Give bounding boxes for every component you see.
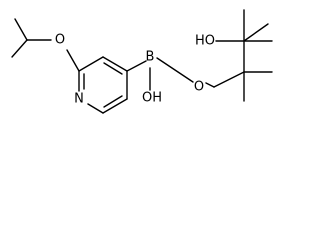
ether-ring-bond: [66, 49, 80, 72]
ring-bond-c3-c4: [102, 56, 128, 72]
atom-oxygen-boronate: O: [194, 80, 204, 95]
atom-hydroxyl-pinacol: HO: [195, 34, 215, 49]
ring-boron-bond: [126, 60, 147, 72]
isopropyl-bond-1: [11, 39, 28, 58]
boronate-oxygen-carbon-bond: [205, 82, 215, 88]
atom-boron: B: [146, 50, 155, 65]
chemical-structure-diagram: O N B OH O HO: [11, 9, 273, 114]
isopropyl-bond-2: [14, 18, 28, 41]
ring-bond-c6-n: [87, 103, 104, 114]
atom-oxygen-ether: O: [55, 33, 65, 48]
lower-carbon-oxygen: [213, 71, 245, 88]
atom-nitrogen-ring: N: [74, 92, 84, 107]
boron-oxygen-bond: [156, 57, 194, 83]
ring-double-bond-c3-c4: [103, 62, 123, 75]
ring-double-bond-c5-c6: [103, 95, 123, 108]
upper-carbon-methyl-3: [243, 23, 269, 42]
ring-bond-c5-c6: [102, 98, 128, 114]
ring-bond-c2-c3: [78, 56, 104, 72]
atom-hydroxyl-boron: OH: [142, 91, 162, 106]
